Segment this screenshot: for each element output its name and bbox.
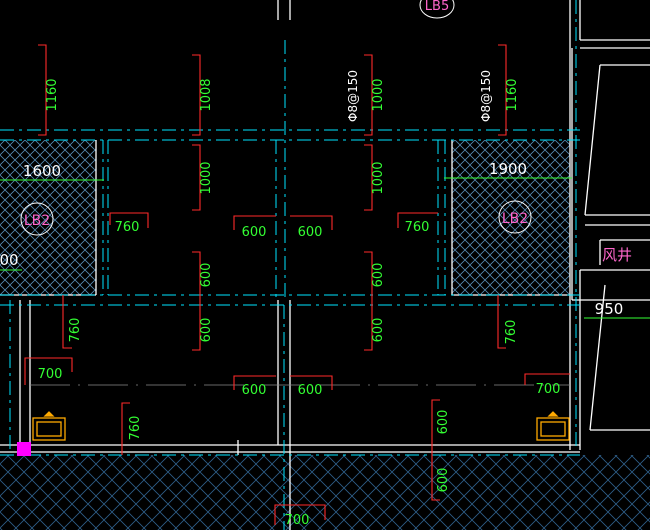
dim-600-f: 600 xyxy=(371,263,386,288)
dim-760-a: 760 xyxy=(115,220,140,235)
lb2-left-hatch xyxy=(0,140,96,295)
rebar-lines xyxy=(24,44,570,525)
drain-symbol-left[interactable] xyxy=(32,411,66,441)
tag-lb5-label: LB5 xyxy=(425,0,449,14)
dim-760-e: 760 xyxy=(128,416,143,441)
lb2-right-hatch xyxy=(452,140,570,295)
dim-600-h: 600 xyxy=(371,318,386,343)
dim-700-a: 700 xyxy=(38,367,63,382)
rebar-1160-right: 1160 xyxy=(505,78,520,111)
rebar-1000-d: 1000 xyxy=(371,161,386,194)
rebar-1008-a: 1008 xyxy=(199,78,214,111)
dim-600-g: 600 xyxy=(199,318,214,343)
tag-lb2-right-label: LB2 xyxy=(502,211,528,227)
tag-lb2-left-label: LB2 xyxy=(24,213,50,229)
dim-760-c: 760 xyxy=(68,318,83,343)
dim-600-b: 600 xyxy=(298,225,323,240)
dim-760-b: 760 xyxy=(405,220,430,235)
dim-600-i: 600 xyxy=(436,410,451,435)
dim-600-d: 600 xyxy=(298,383,323,398)
dim-00-left: 00 xyxy=(0,251,19,269)
centerlines xyxy=(0,0,580,530)
dim-760-d: 760 xyxy=(504,320,519,345)
dim-700-b: 700 xyxy=(536,382,561,397)
tag-lb2-left[interactable]: LB2 xyxy=(20,202,54,236)
dim-1600: 1600 xyxy=(23,162,61,180)
dim-950: 950 xyxy=(595,300,624,318)
dim-600-j: 600 xyxy=(436,468,451,493)
spec-b: Φ8@150 xyxy=(479,70,493,122)
dimension-lines xyxy=(0,177,650,319)
dim-600-c: 600 xyxy=(242,383,267,398)
dim-700-c: 700 xyxy=(285,513,310,528)
dim-1900: 1900 xyxy=(489,160,527,178)
tag-lb2-right[interactable]: LB2 xyxy=(498,200,532,234)
drain-symbol-right[interactable] xyxy=(536,411,570,441)
spec-a: Φ8@150 xyxy=(346,70,360,122)
dim-600-e: 600 xyxy=(199,263,214,288)
tag-lb5[interactable]: LB5 xyxy=(419,0,455,19)
rebar-1000-b: 1000 xyxy=(371,78,386,111)
rebar-1160-left: 1160 xyxy=(45,78,60,111)
rebar-1000-c: 1000 xyxy=(199,161,214,194)
selection-marker[interactable] xyxy=(17,442,31,456)
air-shaft-label: 风井 xyxy=(602,246,632,264)
dim-600-a: 600 xyxy=(242,225,267,240)
